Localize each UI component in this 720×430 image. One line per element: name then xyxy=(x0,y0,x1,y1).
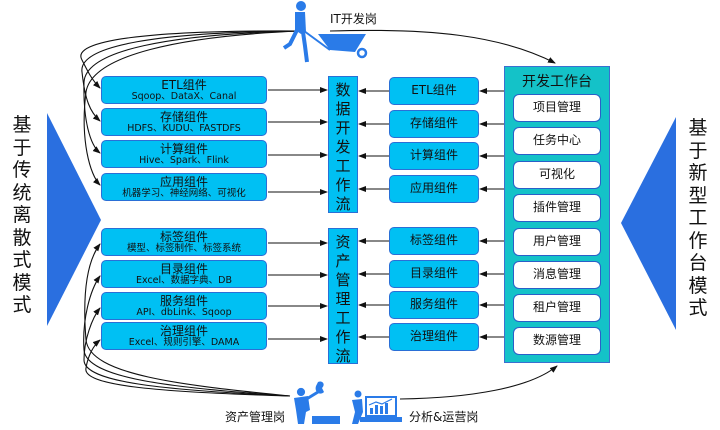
asset-curve-2 xyxy=(83,275,291,397)
it-curve-workbench xyxy=(329,29,556,64)
component-tag[interactable]: 标签组件 模型、标签制作、标签系统 xyxy=(101,228,267,256)
dev-workbench-panel: 开发工作台 项目管理 任务中心 可视化 插件管理 用户管理 消息管理 租户管理 … xyxy=(504,66,610,363)
mid-component-application[interactable]: 应用组件 xyxy=(389,175,479,203)
component-subtitle: HDFS、KUDU、FASTDFS xyxy=(127,123,241,134)
left-label-char: 模 xyxy=(12,271,32,294)
workbench-item-user[interactable]: 用户管理 xyxy=(513,228,601,256)
mid-component-tag[interactable]: 标签组件 xyxy=(389,227,479,255)
flow-char: 流 xyxy=(335,195,351,213)
role-label-asset-mgmt: 资产管理岗 xyxy=(225,410,286,424)
flow-char: 数 xyxy=(335,81,351,99)
right-label-char: 基 xyxy=(688,117,708,139)
left-label-char: 基 xyxy=(12,114,32,136)
component-subtitle: Sqoop、DataX、Canal xyxy=(131,91,237,102)
left-label-char: 散 xyxy=(12,226,32,249)
component-title: 目录组件 xyxy=(159,262,208,276)
component-etl[interactable]: ETL组件 Sqoop、DataX、Canal xyxy=(101,76,267,104)
workbench-item-message[interactable]: 消息管理 xyxy=(513,261,601,289)
component-subtitle: Hive、Spark、Flink xyxy=(139,155,229,166)
it-curve-1 xyxy=(80,30,301,89)
it-developer-icon xyxy=(282,1,368,63)
right-label-char: 式 xyxy=(688,297,708,319)
component-application[interactable]: 应用组件 机器学习、神经网络、可视化 xyxy=(101,173,267,201)
analytics-curve-workbench xyxy=(399,365,558,400)
workbench-item-visualization[interactable]: 可视化 xyxy=(513,161,601,189)
right-mode-label: 基 于 新 型 工 作 台 模 式 xyxy=(686,117,710,320)
component-catalog[interactable]: 目录组件 Excel、数据字典、DB xyxy=(101,260,267,288)
component-title: ETL组件 xyxy=(161,78,207,92)
asset-curve-3 xyxy=(83,307,291,397)
component-title: 应用组件 xyxy=(159,175,208,189)
workbench-item-datasource[interactable]: 数源管理 xyxy=(513,327,601,355)
right-triangle-arrow xyxy=(621,117,676,330)
left-label-char: 式 xyxy=(12,249,32,271)
flow-char: 作 xyxy=(335,328,351,346)
asset-manager-icon xyxy=(294,381,340,424)
flow-char: 理 xyxy=(335,290,351,308)
right-label-char: 工 xyxy=(688,207,708,229)
component-title: 服务组件 xyxy=(159,294,208,308)
component-compute[interactable]: 计算组件 Hive、Spark、Flink xyxy=(101,140,267,168)
analyst-icon xyxy=(352,390,402,424)
component-service[interactable]: 服务组件 API、dbLink、Sqoop xyxy=(101,292,267,320)
mid-component-catalog[interactable]: 目录组件 xyxy=(389,260,479,288)
left-label-char: 于 xyxy=(12,136,32,159)
component-subtitle: Excel、规则引擎、DAMA xyxy=(128,337,240,348)
flow-char: 资 xyxy=(335,233,351,251)
right-label-char: 台 xyxy=(688,252,708,274)
asset-curve-4 xyxy=(85,339,291,397)
component-title: 标签组件 xyxy=(159,230,208,244)
flow-char: 流 xyxy=(335,347,351,365)
workbench-title: 开发工作台 xyxy=(522,74,592,90)
it-curve-4 xyxy=(83,30,301,186)
it-curve-3 xyxy=(83,30,301,154)
flow-char: 管 xyxy=(335,271,351,289)
component-storage[interactable]: 存储组件 HDFS、KUDU、FASTDFS xyxy=(101,108,267,136)
right-label-char: 新 xyxy=(688,162,708,184)
flow-char: 工 xyxy=(335,309,351,327)
component-title: 存储组件 xyxy=(159,110,208,124)
flow-char: 作 xyxy=(335,176,351,194)
left-label-char: 式 xyxy=(12,294,32,316)
mid-component-service[interactable]: 服务组件 xyxy=(389,291,479,319)
role-label-it-dev: IT开发岗 xyxy=(330,12,377,26)
mid-component-storage[interactable]: 存储组件 xyxy=(389,110,479,138)
workbench-item-project[interactable]: 项目管理 xyxy=(513,94,601,122)
flow-char: 工 xyxy=(335,157,351,175)
it-curve-2 xyxy=(81,30,301,122)
mid-component-etl[interactable]: ETL组件 xyxy=(389,77,479,105)
component-subtitle: Excel、数据字典、DB xyxy=(136,275,232,286)
data-dev-workflow[interactable]: 数 据 开 发 工 作 流 xyxy=(328,76,358,213)
component-governance[interactable]: 治理组件 Excel、规则引擎、DAMA xyxy=(101,322,267,350)
right-label-char: 于 xyxy=(688,139,708,162)
left-triangle-arrow xyxy=(47,113,101,326)
flow-char: 据 xyxy=(335,100,351,118)
component-title: 计算组件 xyxy=(159,142,208,156)
workbench-item-task-center[interactable]: 任务中心 xyxy=(513,127,601,155)
left-mode-label: 基 于 传 统 离 散 式 模 式 xyxy=(10,114,34,317)
right-label-char: 模 xyxy=(688,274,708,297)
right-label-char: 型 xyxy=(688,184,708,207)
left-label-char: 传 xyxy=(12,159,32,181)
component-title: 治理组件 xyxy=(159,324,208,338)
mid-component-governance[interactable]: 治理组件 xyxy=(389,323,479,351)
role-label-analytics-ops: 分析&运营岗 xyxy=(409,410,479,424)
left-label-char: 离 xyxy=(12,204,32,226)
component-subtitle: 机器学习、神经网络、可视化 xyxy=(122,188,246,199)
workbench-item-tenant[interactable]: 租户管理 xyxy=(513,294,601,322)
component-subtitle: 模型、标签制作、标签系统 xyxy=(126,243,241,254)
workbench-item-plugin[interactable]: 插件管理 xyxy=(513,194,601,222)
flow-char: 产 xyxy=(335,252,351,270)
component-subtitle: API、dbLink、Sqoop xyxy=(136,307,232,318)
left-label-char: 统 xyxy=(12,181,32,204)
mid-component-compute[interactable]: 计算组件 xyxy=(389,142,479,170)
right-label-char: 作 xyxy=(688,229,708,252)
flow-char: 开 xyxy=(335,119,351,137)
flow-char: 发 xyxy=(335,138,351,156)
asset-curve-1 xyxy=(84,243,291,397)
asset-mgmt-workflow[interactable]: 资 产 管 理 工 作 流 xyxy=(328,228,358,365)
